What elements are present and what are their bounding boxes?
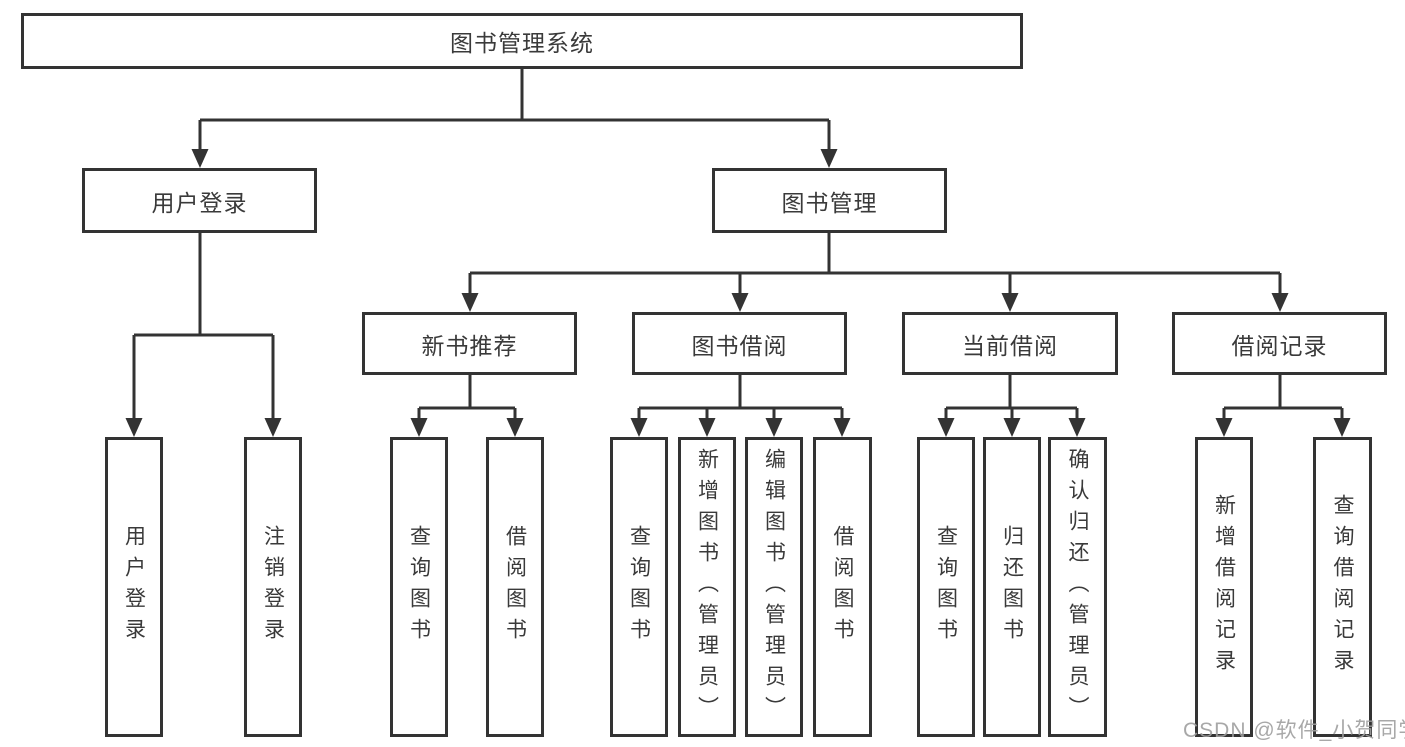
arrowhead-icon [506,418,524,437]
leaf-cb-query-books: 查询图书 [917,437,975,737]
arrowhead-icon [765,418,783,437]
arrowhead-icon [1003,418,1021,437]
leaf-cb-confirm-return-admin: 确认归还（管理员） [1048,437,1107,737]
leaf-nb-query-books-label: 查询图书 [407,525,431,649]
leaf-logout-label: 注销登录 [261,525,285,649]
leaf-bb-borrow-books: 借阅图书 [813,437,872,737]
leaf-nb-borrow-books-label: 借阅图书 [503,525,527,649]
watermark: CSDN @软件_小贺同学 [1183,719,1405,742]
node-borrow-records: 借阅记录 [1172,312,1387,375]
arrowhead-icon [1333,418,1351,437]
arrowhead-icon [125,418,143,437]
leaf-nb-borrow-books: 借阅图书 [486,437,544,737]
leaf-bb-query-books: 查询图书 [610,437,668,737]
arrowhead-icon [191,149,209,168]
arrowhead-icon [820,149,838,168]
node-root-label: 图书管理系统 [450,30,594,56]
node-borrow-records-label: 借阅记录 [1231,332,1328,359]
node-book-borrow: 图书借阅 [632,312,847,375]
node-current-borrow: 当前借阅 [902,312,1118,375]
node-new-books-label: 新书推荐 [421,332,518,359]
arrowhead-icon [937,418,955,437]
leaf-cb-query-books-label: 查询图书 [934,525,958,649]
arrowhead-icon [731,293,749,312]
node-root: 图书管理系统 [21,13,1023,69]
arrowhead-icon [410,418,428,437]
arrowhead-icon [698,418,716,437]
leaf-bb-add-book-admin: 新增图书（管理员） [678,437,736,737]
leaf-bb-query-books-label: 查询图书 [627,525,651,649]
node-user-login-label: 用户登录 [151,189,248,216]
leaf-br-add-record-label: 新增借阅记录 [1212,494,1236,680]
node-current-borrow-label: 当前借阅 [962,332,1058,359]
arrowhead-icon [833,418,851,437]
leaf-cb-return-book-label: 归还图书 [1000,525,1024,649]
arrowhead-icon [1271,293,1289,312]
node-book-borrow-label: 图书借阅 [691,332,788,359]
node-book-mgmt: 图书管理 [712,168,947,233]
node-user-login: 用户登录 [82,168,317,233]
leaf-logout: 注销登录 [244,437,302,737]
leaf-user-login: 用户登录 [105,437,163,737]
leaf-bb-borrow-books-label: 借阅图书 [831,525,854,649]
arrowhead-icon [1068,418,1086,437]
node-new-books: 新书推荐 [362,312,577,375]
leaf-bb-edit-book-admin: 编辑图书（管理员） [745,437,803,737]
leaf-bb-edit-book-admin-label: 编辑图书（管理员） [762,447,786,727]
leaf-cb-confirm-return-admin-label: 确认归还（管理员） [1066,447,1089,727]
leaf-br-query-record-label: 查询借阅记录 [1331,494,1354,680]
arrowhead-icon [630,418,648,437]
leaf-br-query-record: 查询借阅记录 [1313,437,1372,737]
node-book-mgmt-label: 图书管理 [781,189,878,216]
leaf-bb-add-book-admin-label: 新增图书（管理员） [695,447,719,727]
leaf-nb-query-books: 查询图书 [390,437,448,737]
arrowhead-icon [1001,293,1019,312]
leaf-user-login-label: 用户登录 [122,525,146,649]
arrowhead-icon [1215,418,1233,437]
arrowhead-icon [264,418,282,437]
leaf-br-add-record: 新增借阅记录 [1195,437,1253,737]
leaf-cb-return-book: 归还图书 [983,437,1041,737]
arrowhead-icon [461,293,479,312]
